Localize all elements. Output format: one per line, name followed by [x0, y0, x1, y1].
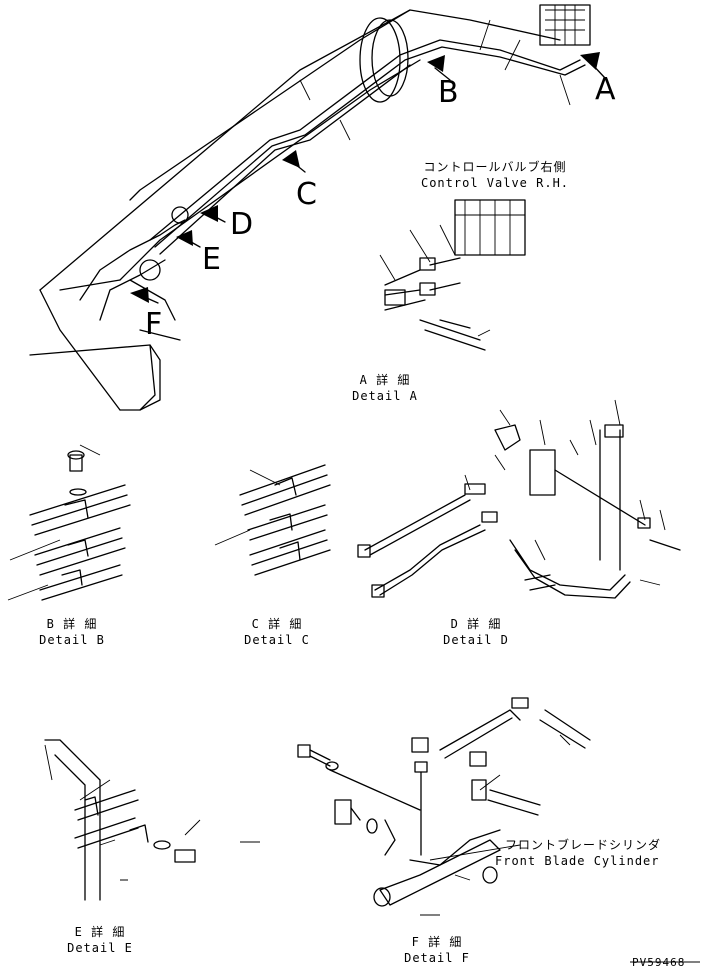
detail-a-title-en: Detail A	[352, 389, 418, 403]
view-marker-f: F	[145, 307, 163, 342]
detail-f-title-jp: F 詳 細	[411, 935, 463, 949]
view-marker-d: D	[230, 207, 254, 242]
control-valve-label-en: Control Valve R.H.	[420, 176, 570, 190]
arrow-d	[200, 205, 218, 222]
main-view	[29, 4, 606, 411]
detail-f-title-en: Detail F	[404, 951, 470, 965]
detail-c-drawing	[214, 464, 331, 576]
detail-a-title-jp: A 詳 細	[359, 373, 411, 387]
arrow-b	[427, 55, 445, 72]
front-blade-cylinder-label-en: Front Blade Cylinder	[495, 854, 660, 868]
control-valve-label-jp: コントロールバルブ右側	[423, 160, 567, 174]
view-marker-b: B	[438, 75, 459, 110]
detail-e-title-jp: E 詳 細	[74, 925, 126, 939]
detail-c-title-jp: C 詳 細	[251, 617, 303, 631]
arrow-a	[580, 52, 600, 70]
detail-e-title-en: Detail E	[67, 941, 133, 955]
detail-a-drawing	[379, 199, 526, 351]
detail-b-drawing	[7, 444, 131, 601]
detail-d-title-jp: D 詳 細	[450, 617, 502, 631]
arrow-c	[282, 150, 300, 168]
view-marker-a: A	[595, 72, 616, 107]
drawing-code: PV59468	[632, 956, 686, 969]
detail-d-title-en: Detail D	[443, 633, 509, 647]
detail-f-drawing	[297, 697, 591, 916]
view-marker-e: E	[202, 242, 221, 277]
detail-c-title-en: Detail C	[244, 633, 310, 647]
detail-b-title-jp: B 詳 細	[46, 617, 98, 631]
detail-e-drawing	[44, 739, 260, 901]
front-blade-cylinder-label-jp: フロントブレードシリンダ	[505, 838, 662, 852]
detail-d-drawing	[357, 399, 681, 599]
detail-b-title-en: Detail B	[39, 633, 105, 647]
view-marker-c: C	[296, 177, 317, 212]
